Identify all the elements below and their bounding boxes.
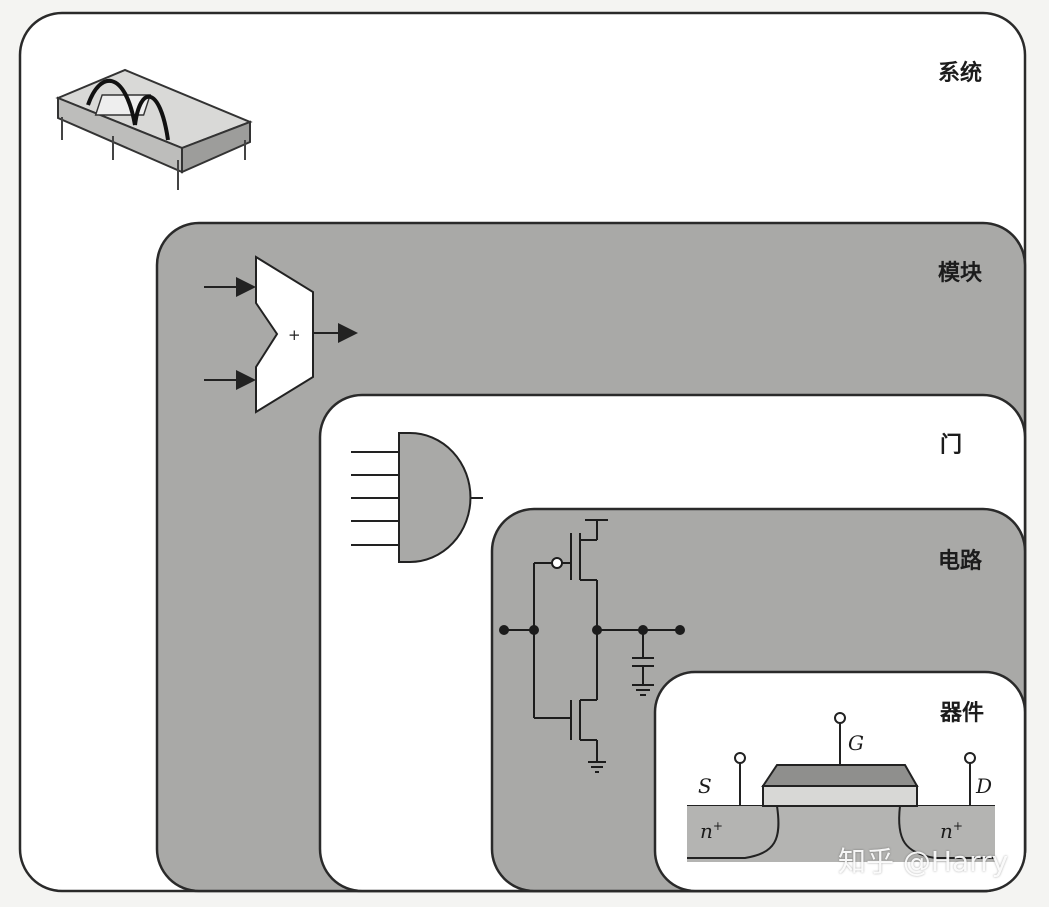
inverter-schematic-icon [499, 519, 685, 773]
device-label: 器件 [939, 700, 984, 726]
drain-doping-label: n+ [940, 819, 963, 843]
circuit-label: 电路 [938, 548, 983, 574]
source-doping-label: n+ [700, 819, 723, 843]
source-terminal-label: S [698, 774, 712, 798]
adder-operator: + [288, 326, 301, 344]
gate-terminal-label: G [848, 731, 864, 755]
gate-label: 门 [940, 432, 962, 458]
system-label: 系统 [938, 60, 982, 86]
chip-icon [55, 68, 253, 190]
mosfet-cross-section-icon [687, 712, 995, 862]
drain-terminal-label: D [975, 774, 992, 798]
and-gate-icon [351, 432, 483, 563]
watermark: 知乎 @Harry [838, 845, 1009, 878]
module-label: 模块 [938, 260, 983, 286]
adder-symbol-icon: + [204, 255, 358, 414]
